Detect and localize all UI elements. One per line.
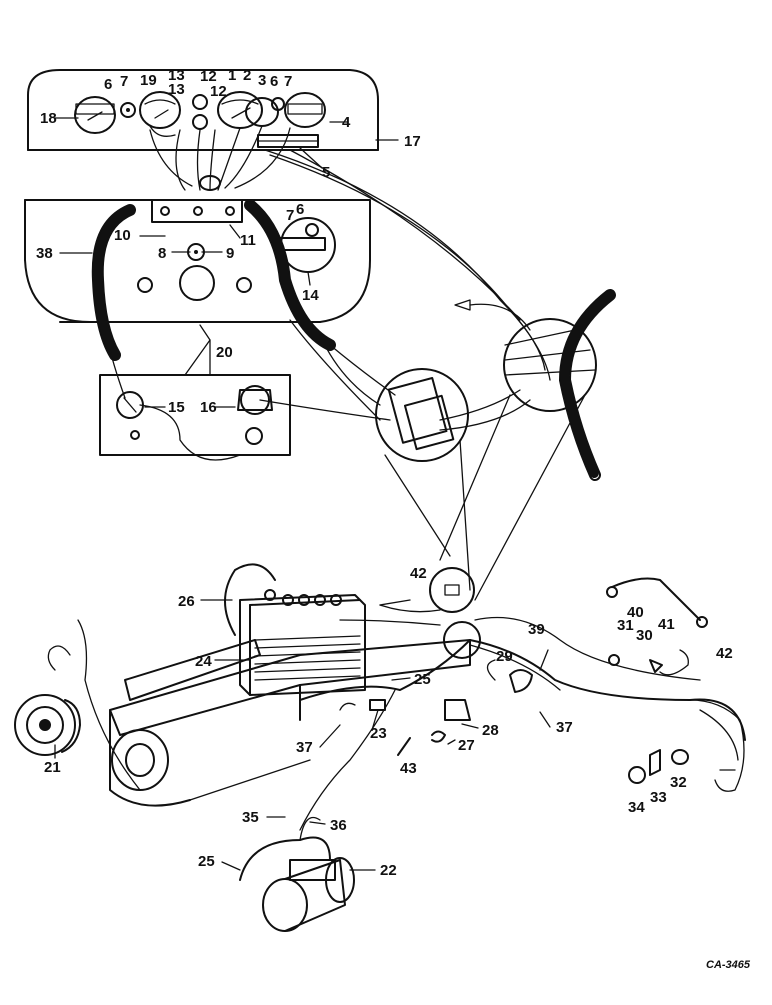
switch-panel — [99, 349, 291, 456]
gauge-cluster-center — [217, 91, 279, 129]
label-4: 4 — [342, 114, 351, 131]
drawing-code: CA-3465 — [706, 959, 751, 971]
label-27: 27 — [458, 737, 475, 754]
switch-block — [151, 199, 243, 223]
label-17: 17 — [404, 133, 421, 150]
label-37-left: 37 — [296, 739, 313, 756]
harness-37 — [299, 604, 746, 741]
harness-main-hatched — [454, 289, 616, 481]
label-36: 36 — [330, 817, 347, 834]
label-25-lower: 25 — [198, 853, 215, 870]
label-3: 3 — [258, 72, 266, 89]
label-41: 41 — [658, 616, 675, 633]
harness-38 — [91, 199, 336, 361]
connector-detail-left — [375, 368, 471, 591]
label-40: 40 — [627, 604, 644, 621]
parts-29-39 — [486, 649, 549, 693]
indicator-light-left — [120, 102, 136, 118]
alternator-harness — [77, 619, 141, 791]
label-42-top: 42 — [410, 565, 427, 582]
battery-cable-26 — [224, 563, 276, 636]
indicator-light-right — [271, 97, 285, 111]
label-31: 31 — [617, 617, 634, 634]
engine-block — [109, 639, 471, 807]
label-42-right: 42 — [716, 645, 733, 662]
label-43: 43 — [400, 760, 417, 777]
panel-wiring — [149, 125, 551, 381]
instrument-panel — [27, 69, 379, 151]
label-21: 21 — [44, 759, 61, 776]
label-1: 1 — [228, 67, 236, 84]
switch-16 — [237, 385, 273, 445]
harness-42-top — [379, 567, 481, 659]
label-13-b: 13 — [168, 81, 185, 98]
parts-30-31-41 — [608, 649, 689, 676]
label-2: 2 — [243, 67, 251, 84]
label-16: 16 — [200, 399, 217, 416]
starter-motor — [262, 857, 355, 932]
label-34: 34 — [628, 799, 645, 816]
label-37-right: 37 — [556, 719, 573, 736]
leader-lines — [54, 117, 551, 871]
label-7-mid: 7 — [286, 207, 294, 224]
harness-42-right — [689, 699, 745, 792]
label-20: 20 — [216, 344, 233, 361]
label-7-top-left: 7 — [120, 73, 128, 90]
label-22: 22 — [380, 862, 397, 879]
label-24: 24 — [195, 653, 212, 670]
label-33: 33 — [650, 789, 667, 806]
label-9: 9 — [226, 245, 234, 262]
label-11: 11 — [240, 232, 256, 249]
gauge-19 — [139, 91, 181, 137]
label-32: 32 — [670, 774, 687, 791]
strap-40 — [606, 577, 708, 628]
label-25-upper: 25 — [414, 671, 431, 688]
label-6-mid: 6 — [296, 201, 304, 218]
label-29: 29 — [496, 648, 513, 665]
label-18: 18 — [40, 110, 57, 127]
lead-35 — [299, 816, 321, 841]
alternator-wire — [47, 645, 71, 671]
label-8: 8 — [158, 245, 166, 262]
gauge-fuel — [284, 92, 326, 128]
label-6-top-left: 6 — [104, 76, 112, 93]
panel-hole-center — [179, 265, 215, 301]
bracket-28 — [444, 699, 471, 721]
label-12-a: 12 — [200, 68, 217, 85]
parts-32-33-34 — [628, 749, 689, 784]
label-26: 26 — [178, 593, 195, 610]
indicator-lights-12-13 — [192, 94, 208, 130]
label-12-b: 12 — [210, 83, 227, 100]
alternator — [14, 694, 81, 756]
gauge-18 — [74, 96, 116, 134]
small-parts-23-27-43 — [339, 699, 446, 756]
starter-cable-25 — [239, 836, 331, 881]
label-14: 14 — [302, 287, 319, 304]
label-13-a: 13 — [168, 67, 185, 84]
part-number-labels: 18 6 7 19 13 13 12 12 1 2 3 6 7 4 17 5 7… — [36, 67, 751, 971]
panel-to-connector-wires — [139, 319, 531, 461]
battery — [239, 589, 366, 696]
label-19: 19 — [140, 72, 157, 89]
label-10: 10 — [114, 227, 131, 244]
label-30: 30 — [636, 627, 653, 644]
label-5: 5 — [322, 164, 330, 181]
label-23: 23 — [370, 725, 387, 742]
label-39: 39 — [528, 621, 545, 638]
panel-hole-right — [236, 277, 252, 293]
connector-detail-right — [439, 318, 597, 601]
label-7-top-right: 7 — [284, 73, 292, 90]
label-38: 38 — [36, 245, 53, 262]
panel-hole-left — [137, 277, 153, 293]
label-35: 35 — [242, 809, 259, 826]
label-6-top-right: 6 — [270, 73, 278, 90]
label-15: 15 — [168, 399, 185, 416]
label-28: 28 — [482, 722, 499, 739]
